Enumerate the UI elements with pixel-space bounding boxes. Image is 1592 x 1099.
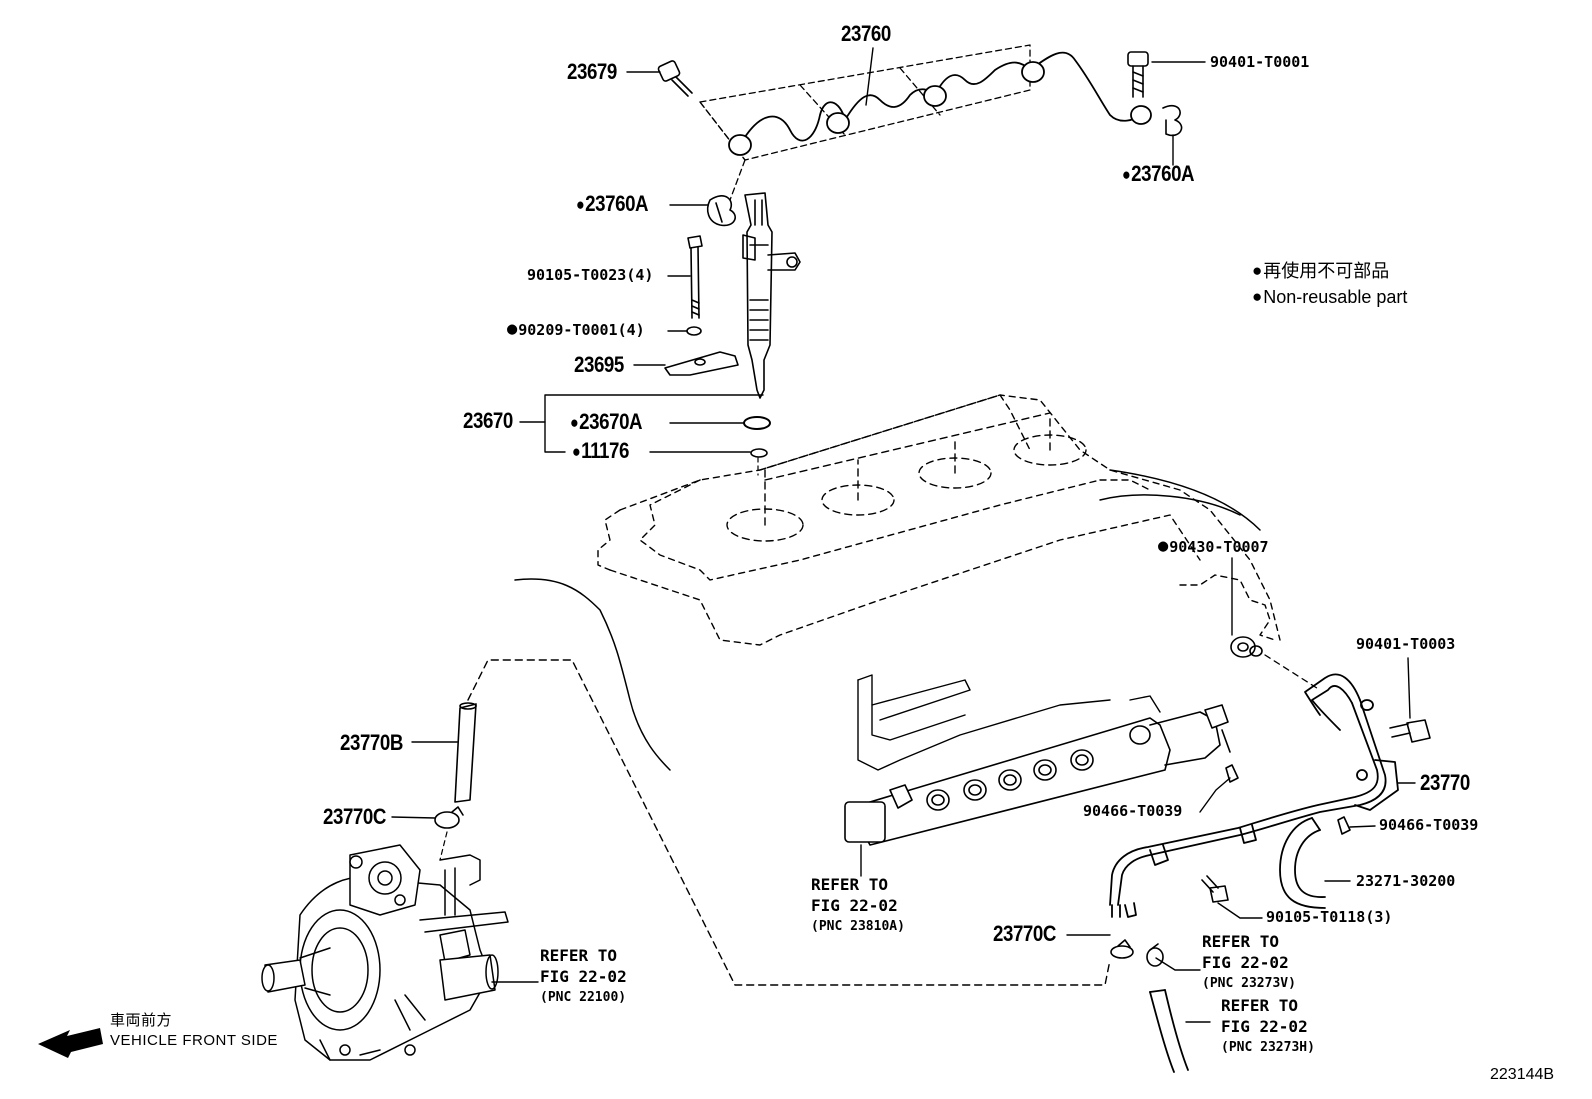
front-arrow — [38, 1028, 103, 1058]
gasket-11176 — [751, 449, 767, 457]
front-english: VEHICLE FRONT SIDE — [110, 1032, 278, 1049]
common-rail — [845, 705, 1230, 845]
label-90209-T0001: 90209-T0001(4) — [507, 322, 644, 339]
legend-japanese: 再使用不可部品 — [1252, 262, 1389, 280]
clip-90466-T0039-b — [1338, 817, 1350, 834]
ref-pump: REFER TO FIG 22-02 (PNC 22100) — [540, 945, 627, 1008]
gasket-90430-T0007 — [1231, 637, 1262, 657]
hose-23273H — [1150, 990, 1188, 1072]
ref-pump-line2: FIG 22-02 — [540, 967, 627, 986]
injector-clamp-23695 — [665, 352, 738, 375]
label-90466-T0039-b: 90466-T0039 — [1379, 816, 1479, 834]
label-23760A-left: 23760A — [576, 193, 648, 215]
clamp-23770C-right — [1111, 940, 1133, 958]
injector-bores — [727, 413, 1086, 541]
clamp-23760A-right — [1163, 106, 1182, 136]
ref-rail-line1: REFER TO — [811, 875, 889, 894]
bolt-90105-T0118 — [1202, 876, 1228, 902]
label-23271-30200: 23271-30200 — [1356, 872, 1456, 890]
injection-pipe-box — [700, 45, 1030, 200]
label-23760A-right: 23760A — [1122, 163, 1194, 185]
label-90466-T0039-a: 90466-T0039 — [1083, 802, 1183, 820]
injection-pipe — [729, 53, 1151, 155]
ref-h-line3: (PNC 23273H) — [1221, 1040, 1315, 1055]
ref-h-line1: REFER TO — [1221, 996, 1299, 1015]
label-23770C-left: 23770C — [323, 804, 386, 829]
ref-23273H: REFER TO FIG 22-02 (PNC 23273H) — [1221, 995, 1315, 1058]
label-23770C-right: 23770C — [993, 921, 1056, 946]
legend-english: Non-reusable part — [1252, 288, 1407, 306]
bolt-90105-T0023 — [688, 236, 702, 318]
ref-23273V: REFER TO FIG 22-02 (PNC 23273V) — [1202, 931, 1296, 994]
ref-rail: REFER TO FIG 22-02 (PNC 23810A) — [811, 874, 905, 937]
label-23695: 23695 — [574, 352, 624, 377]
ref-v-line1: REFER TO — [1202, 932, 1280, 951]
bolt-90401-T0001 — [1128, 52, 1148, 97]
label-90401-T0001: 90401-T0001 — [1210, 53, 1310, 71]
hose-23770B — [455, 703, 476, 802]
label-23770B: 23770B — [340, 730, 403, 755]
ref-pump-line3: (PNC 22100) — [540, 990, 627, 1005]
intake-manifold — [858, 675, 1160, 770]
leader-lines — [392, 48, 1415, 1022]
label-90105-T0023: 90105-T0023(4) — [527, 266, 654, 284]
label-23670: 23670 — [463, 408, 513, 433]
engine-block-outline — [515, 470, 1260, 770]
fuel-pump — [262, 845, 508, 1060]
ref-pump-line1: REFER TO — [540, 946, 618, 965]
label-90105-T0118: 90105-T0118(3) — [1266, 908, 1393, 926]
engine-head-outline — [598, 395, 1280, 645]
fuel-pipe-23770 — [1110, 674, 1398, 917]
clamp-23770C-v — [1147, 944, 1163, 966]
ref-rail-line2: FIG 22-02 — [811, 896, 898, 915]
injector-23670 — [743, 193, 800, 398]
label-90401-T0003: 90401-T0003 — [1356, 635, 1456, 653]
label-23770: 23770 — [1420, 770, 1470, 795]
ref-v-line2: FIG 22-02 — [1202, 953, 1289, 972]
label-23679: 23679 — [567, 59, 617, 84]
union-bolt-23679 — [657, 60, 692, 96]
ref-rail-line3: (PNC 23810A) — [811, 919, 905, 934]
return-route-dashed — [468, 660, 1110, 985]
ref-h-line2: FIG 22-02 — [1221, 1017, 1308, 1036]
front-japanese: 車両前方 — [110, 1012, 173, 1029]
figure-id: 223144B — [1490, 1066, 1555, 1083]
label-23670A: 23670A — [570, 411, 642, 433]
clamp-23770C-left — [435, 807, 463, 828]
bolt-90401-T0003 — [1390, 720, 1430, 742]
hose-23271-30200 — [1280, 818, 1325, 908]
washer-90209-T0001 — [687, 327, 701, 335]
clamp-23760A-left — [708, 196, 736, 226]
label-11176: 11176 — [572, 440, 629, 462]
label-90430-T0007: 90430-T0007 — [1158, 539, 1268, 556]
o-ring-23670A — [744, 417, 770, 429]
label-23760: 23760 — [841, 21, 891, 46]
ref-v-line3: (PNC 23273V) — [1202, 976, 1296, 991]
clip-90466-T0039-a — [1226, 765, 1238, 782]
